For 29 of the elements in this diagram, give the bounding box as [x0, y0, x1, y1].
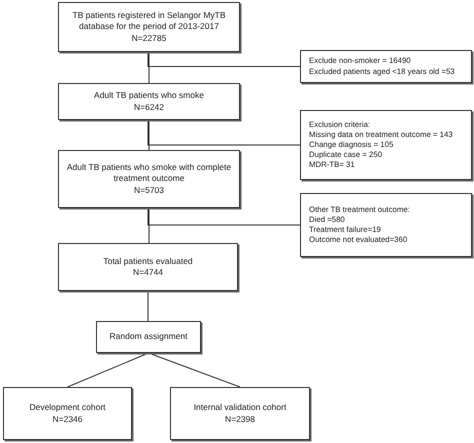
box-text: Random assignment	[110, 331, 188, 343]
connector-line	[148, 120, 300, 146]
process-box	[170, 387, 310, 440]
box-text: N=2346	[52, 414, 82, 425]
box-text: TB patients registered in Selangor MyTB database for the period of 2013-2017	[71, 10, 227, 33]
process-box	[96, 321, 201, 353]
box-text: N=22785	[132, 32, 166, 44]
exclusion-box	[300, 193, 472, 257]
connector-line	[148, 120, 150, 150]
connector-line	[148, 52, 150, 84]
connector-line	[148, 52, 300, 67]
process-box	[3, 387, 132, 440]
process-box	[58, 2, 240, 52]
box-text: Adult TB patients who smoke	[94, 90, 204, 102]
box-text: Adult TB patients who smoke with complete treatment outcome	[66, 162, 232, 185]
exclusion-box	[300, 110, 472, 180]
process-box	[58, 83, 240, 120]
box-text: N=6242	[134, 102, 164, 113]
connector-line	[148, 208, 300, 226]
box-text: N=2398	[224, 414, 255, 425]
connector-line	[148, 208, 150, 244]
process-box	[58, 150, 240, 208]
box-text: Development cohort	[29, 402, 106, 414]
box-text: N=4744	[132, 267, 163, 278]
exclusion-box	[300, 50, 472, 83]
box-text: Total patients evaluated	[103, 256, 193, 267]
box-text: Internal validation cohort	[194, 402, 286, 414]
process-box	[58, 243, 238, 291]
box-text: N=5703	[134, 184, 164, 196]
